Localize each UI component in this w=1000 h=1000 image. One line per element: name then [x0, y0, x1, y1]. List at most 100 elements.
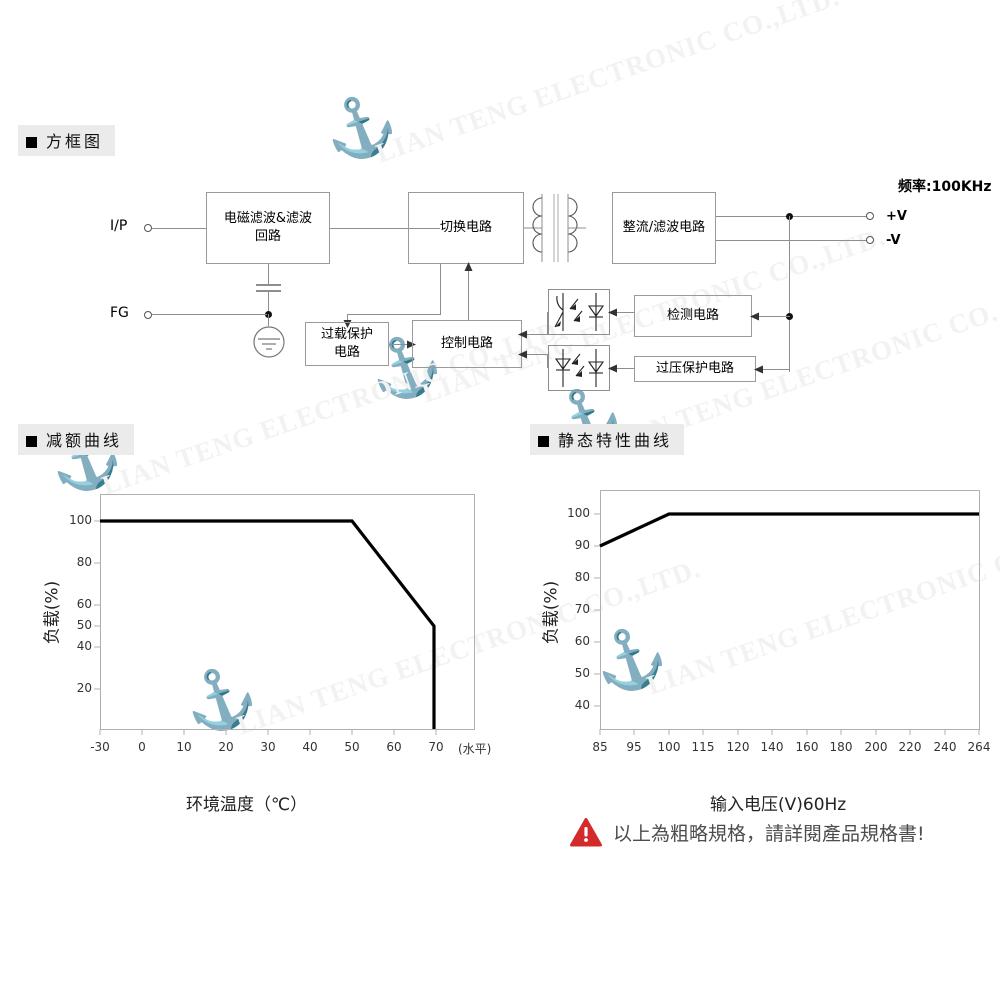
wire-fg-to-node — [152, 314, 267, 315]
wire-control-to-switching — [468, 268, 469, 320]
wire-emi-to-switching — [330, 228, 440, 229]
warning-icon — [570, 818, 602, 847]
block-emi-filter: 电磁滤波&滤波回路 — [206, 192, 330, 264]
derating-xtick--30: -30 — [90, 740, 110, 754]
derating-xtick-20: 20 — [218, 740, 234, 754]
derating-xtick-40: 40 — [302, 740, 318, 754]
static-xtick-85: 85 — [592, 740, 608, 754]
wire-output-negative — [716, 240, 868, 241]
wire-node-to-earth — [268, 314, 269, 326]
wire-bus-to-detection — [752, 316, 790, 317]
derating-chart-plot — [94, 494, 475, 735]
derating-xtick-70: 70 — [428, 740, 444, 754]
wire-feedback-bus — [789, 216, 790, 372]
block-ovp-label: 过压保护电路 — [655, 361, 734, 377]
arrow-right-icon — [407, 340, 416, 349]
static-xtick-200: 200 — [864, 740, 888, 754]
wire-switching-to-overload — [347, 314, 441, 315]
wire-overload-drop — [347, 314, 348, 322]
wire-opto2-to-control — [522, 354, 548, 355]
block-emi-filter-label: 电磁滤波&滤波回路 — [223, 211, 313, 244]
disclaimer-text: 以上為粗略規格，請詳閱產品規格書! — [613, 823, 925, 845]
derating-section-title: 减额曲线 — [18, 424, 135, 455]
static-ytick-100: 100 — [567, 506, 590, 520]
bullet-square-icon — [538, 436, 549, 447]
derating-xtick-0: 0 — [138, 740, 146, 754]
derating-ytick-100: 100 — [69, 513, 92, 527]
block-diagram: I/P 电磁滤波&滤波回路 切换电路 FG 过载保护电路 — [0, 0, 1000, 420]
wire-overload-to-control — [389, 344, 412, 345]
block-diagram-section-title: 方框图 — [18, 125, 116, 156]
wire-ovp-to-opto2 — [610, 368, 634, 369]
static-xtick-115: 115 — [691, 740, 715, 754]
static-xtick-140: 140 — [760, 740, 784, 754]
static-x-axis-title: 输入电压(V)60Hz — [710, 795, 847, 815]
block-control-circuit: 控制电路 — [412, 320, 522, 368]
derating-x-note: (水平) — [458, 742, 492, 756]
bullet-square-icon — [26, 137, 37, 148]
input-terminal-label: I/P — [110, 218, 128, 234]
block-overload-protection: 过载保护电路 — [305, 322, 389, 366]
block-diagram-title-text: 方框图 — [46, 132, 104, 151]
derating-xtick-30: 30 — [260, 740, 276, 754]
fg-terminal-label: FG — [110, 305, 129, 321]
block-detection-label: 检测电路 — [666, 308, 719, 324]
transformer-icon — [524, 194, 586, 262]
block-rectifier-filter: 整流/滤波电路 — [612, 192, 716, 264]
block-control-label: 控制电路 — [440, 336, 493, 352]
static-xtick-240: 240 — [933, 740, 957, 754]
static-ytick-40: 40 — [574, 698, 590, 712]
output-negative-label: -V — [886, 233, 901, 248]
derating-x-axis-title: 环境温度（℃） — [186, 795, 308, 815]
static-xtick-180: 180 — [829, 740, 853, 754]
static-ytick-80: 80 — [574, 570, 590, 584]
arrow-left-icon — [750, 312, 759, 321]
output-terminal-positive — [866, 212, 874, 220]
wire-opto1-drop — [547, 312, 548, 335]
derating-xtick-50: 50 — [344, 740, 360, 754]
static-ytick-50: 50 — [574, 666, 590, 680]
fg-terminal — [144, 311, 152, 319]
output-positive-label: +V — [886, 209, 907, 224]
derating-y-axis-title: 负载(%) — [42, 580, 63, 645]
derating-ytick-60: 60 — [76, 597, 92, 611]
static-xtick-95: 95 — [626, 740, 642, 754]
derating-xtick-60: 60 — [386, 740, 402, 754]
capacitor-plate-bottom — [256, 290, 281, 292]
derating-ytick-40: 40 — [76, 639, 92, 653]
static-xtick-100: 100 — [657, 740, 681, 754]
arrow-left-icon — [754, 365, 763, 374]
static-xtick-220: 220 — [898, 740, 922, 754]
wire-opto2-rise — [547, 354, 548, 368]
derating-ytick-20: 20 — [76, 681, 92, 695]
derating-title-text: 减额曲线 — [46, 431, 123, 450]
capacitor-plate-top — [256, 284, 281, 286]
input-terminal — [144, 224, 152, 232]
output-terminal-negative — [866, 236, 874, 244]
block-rectifier-label: 整流/滤波电路 — [622, 220, 706, 236]
static-xtick-120: 120 — [726, 740, 750, 754]
arrow-left-icon — [518, 350, 527, 359]
earth-ground-icon — [253, 326, 285, 358]
derating-chart: 100 80 60 50 40 20 -30 0 10 20 30 40 50 … — [42, 494, 492, 815]
block-switching-label: 切换电路 — [439, 220, 492, 236]
wire-input-to-emi — [152, 228, 206, 229]
disclaimer-note: 以上為粗略規格，請詳閱產品規格書! — [570, 818, 925, 847]
block-overload-label: 过载保护电路 — [320, 327, 373, 360]
wire-switching-down — [440, 264, 441, 314]
wire-opto1-to-control — [522, 334, 548, 335]
static-xtick-264: 264 — [967, 740, 991, 754]
arrow-left-icon — [518, 330, 527, 339]
static-y-axis-title: 负载(%) — [541, 580, 562, 645]
arrow-up-icon — [464, 262, 473, 271]
bullet-square-icon — [26, 436, 37, 447]
static-characteristic-chart: 100 90 80 70 60 50 40 85 95 100 115 120 … — [520, 0, 1000, 1000]
wire-bus-to-ovp — [756, 369, 790, 370]
static-ytick-90: 90 — [574, 538, 590, 552]
derating-xtick-10: 10 — [176, 740, 192, 754]
wire-emi-to-capacitor — [268, 264, 269, 284]
static-ytick-70: 70 — [574, 602, 590, 616]
wire-capacitor-to-node — [268, 292, 269, 314]
arrow-left-icon — [608, 364, 617, 373]
derating-ytick-80: 80 — [76, 555, 92, 569]
